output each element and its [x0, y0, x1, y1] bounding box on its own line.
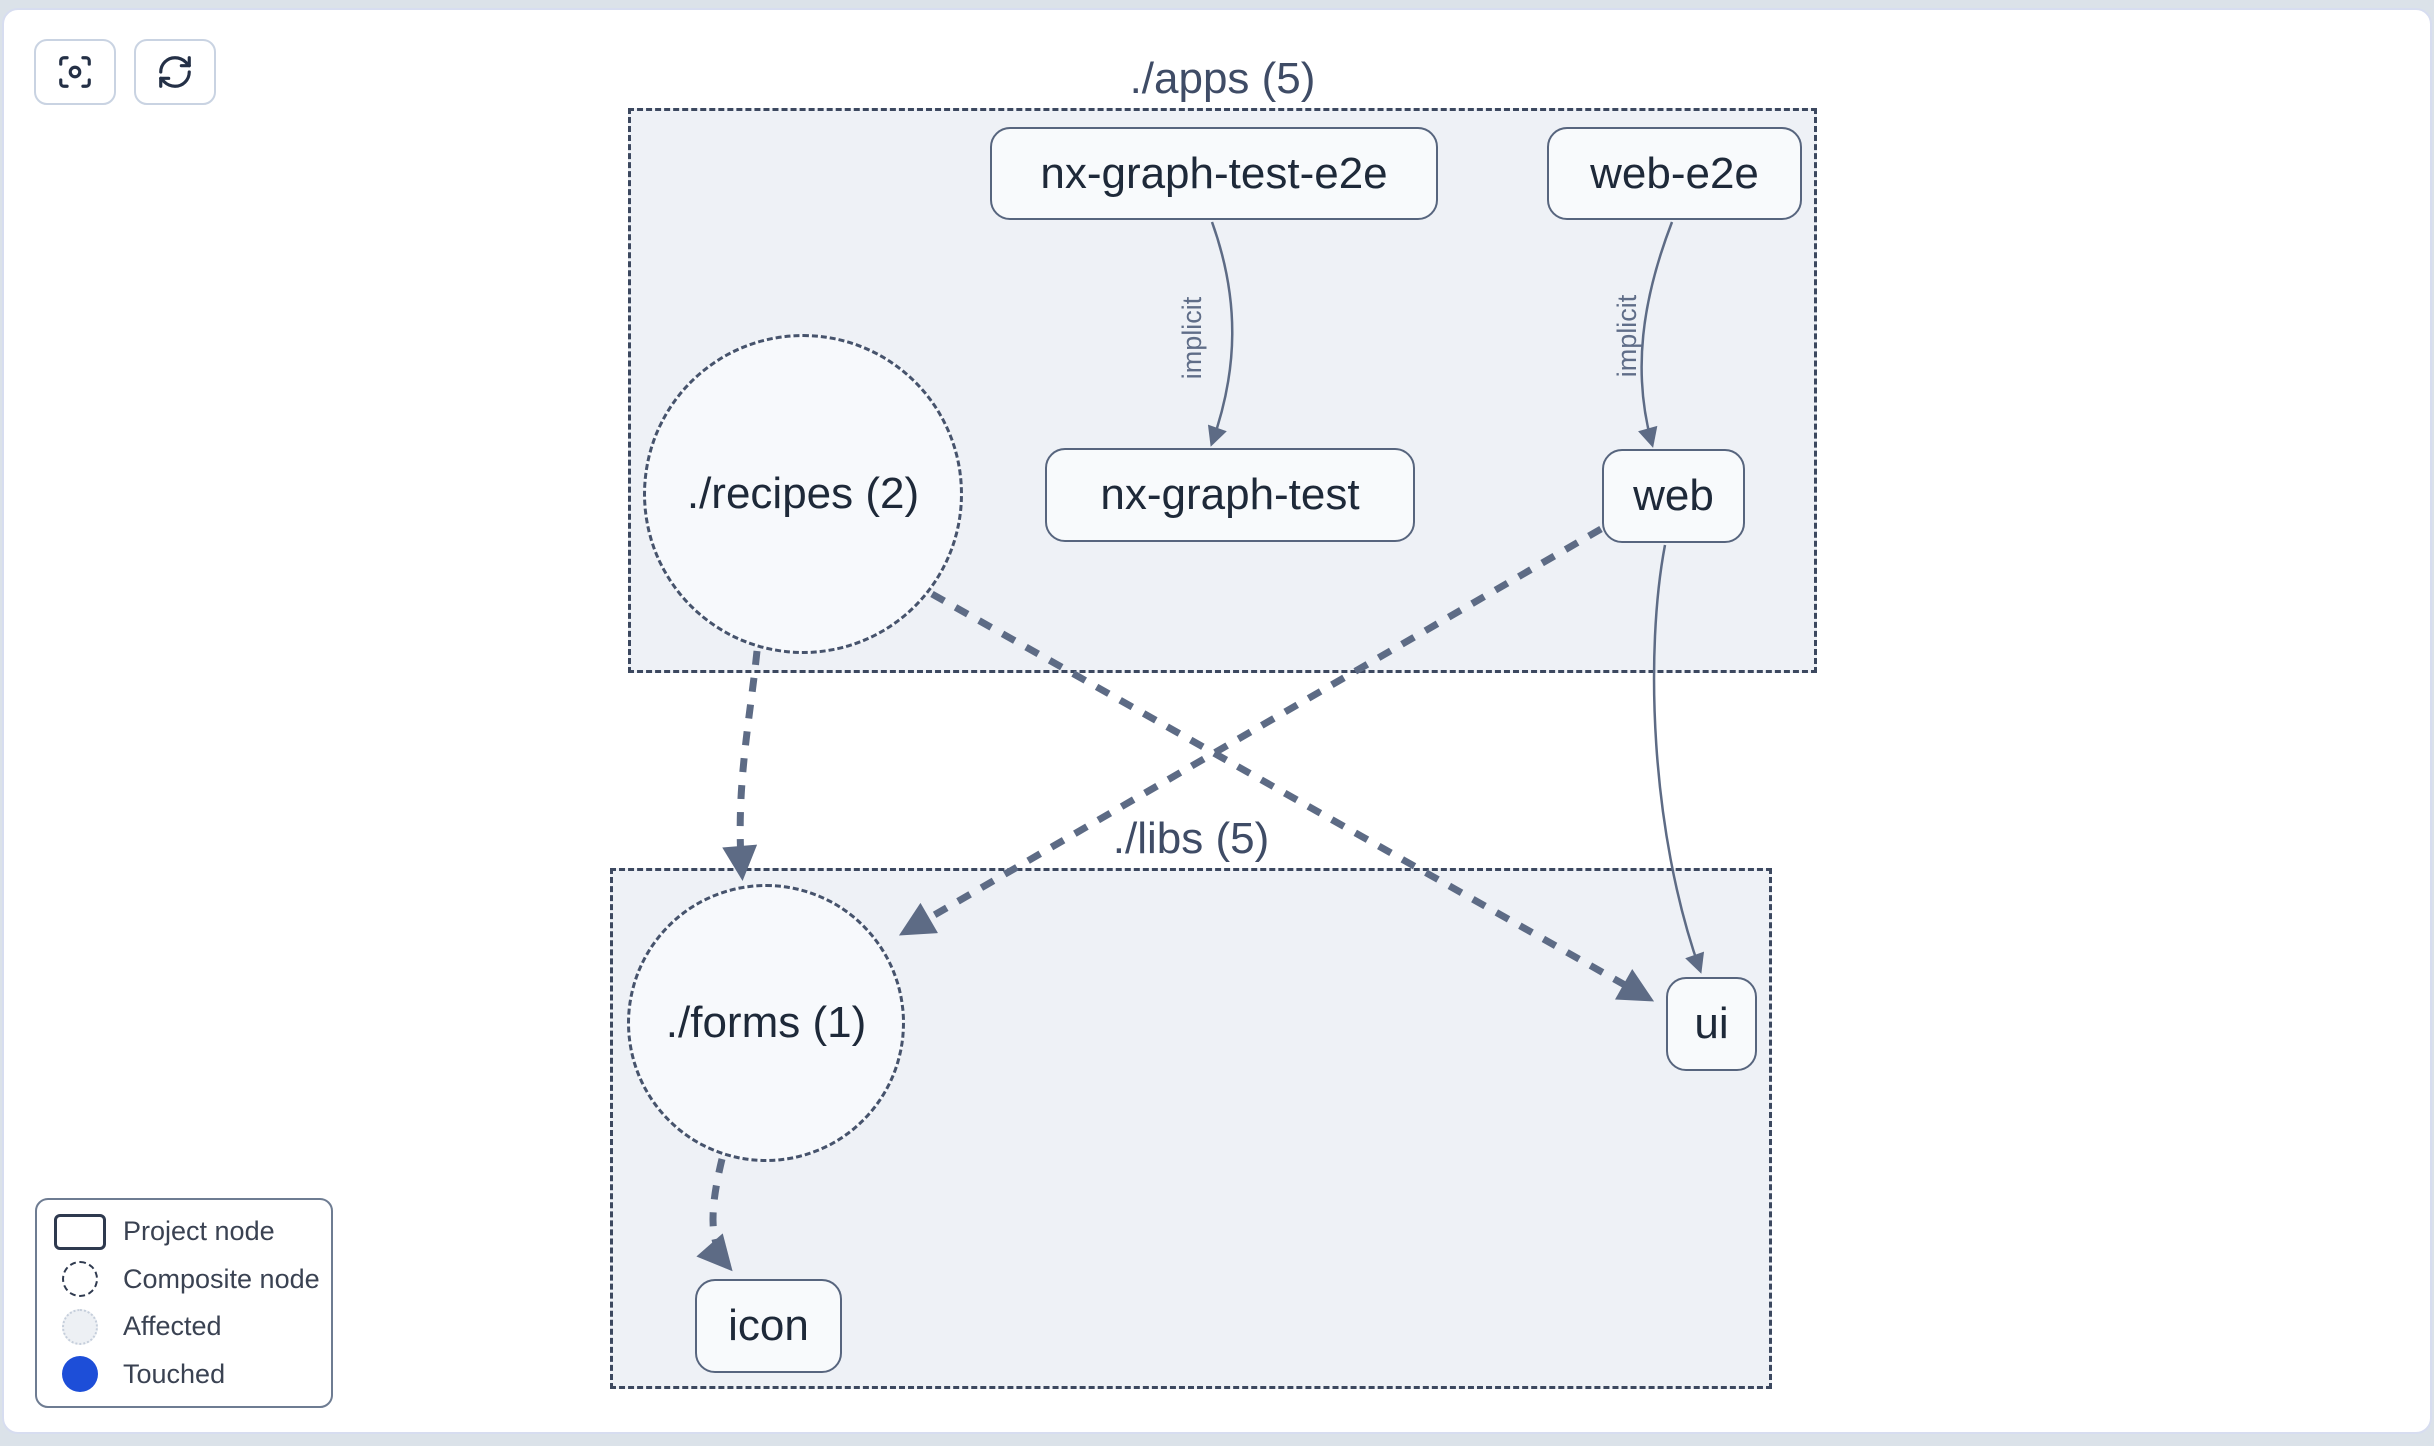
composite-node-forms[interactable]: ./forms (1): [627, 884, 905, 1162]
legend-label: Affected: [123, 1311, 222, 1342]
group-apps-title: ./apps (5): [1129, 54, 1316, 103]
legend-item-composite-node: Composite node: [37, 1257, 331, 1301]
legend-item-project-node: Project node: [37, 1210, 331, 1254]
touched-swatch-icon: [37, 1356, 123, 1393]
project-node-icon[interactable]: icon: [695, 1279, 842, 1373]
edge-recipes-to-forms: [722, 650, 761, 881]
refresh-button[interactable]: [134, 39, 216, 105]
toolbar: [34, 39, 216, 105]
group-libs-title: ./libs (5): [1112, 814, 1270, 863]
legend-label: Project node: [123, 1216, 275, 1247]
edge-web-e2e-to-web: [1638, 221, 1674, 448]
legend-item-affected: Affected: [37, 1305, 331, 1349]
edge-label-implicit-2: implicit: [1612, 294, 1642, 377]
edge-web-to-forms: [898, 525, 1603, 936]
node-label: ui: [1694, 999, 1729, 1048]
node-label: nx-graph-test-e2e: [1040, 148, 1388, 198]
edge-label-implicit-1: implicit: [1177, 296, 1207, 379]
project-node-swatch-icon: [37, 1213, 123, 1250]
edge-nx-graph-test-e2e-to-nx-graph-test: [1207, 221, 1234, 447]
affected-swatch-icon: [37, 1308, 123, 1345]
project-node-nx-graph-test[interactable]: nx-graph-test: [1045, 448, 1415, 542]
edge-recipes-to-ui: [930, 590, 1655, 1002]
focus-button[interactable]: [34, 39, 116, 105]
node-label: web-e2e: [1590, 148, 1759, 198]
project-node-nx-graph-test-e2e[interactable]: nx-graph-test-e2e: [990, 127, 1438, 220]
project-node-web-e2e[interactable]: web-e2e: [1547, 127, 1802, 220]
project-node-ui[interactable]: ui: [1666, 977, 1757, 1071]
legend: Project node Composite node Affected Tou…: [35, 1198, 333, 1408]
edge-web-to-ui: [1652, 544, 1705, 974]
legend-label: Touched: [123, 1358, 226, 1389]
composite-node-recipes[interactable]: ./recipes (2): [643, 334, 963, 654]
node-label: web: [1633, 471, 1714, 520]
legend-label: Composite node: [123, 1263, 320, 1294]
project-node-web[interactable]: web: [1602, 449, 1745, 543]
composite-node-swatch-icon: [37, 1261, 123, 1298]
focus-icon: [59, 56, 91, 88]
legend-item-touched: Touched: [37, 1352, 331, 1396]
node-label: icon: [728, 1301, 809, 1350]
node-label: nx-graph-test: [1100, 470, 1360, 519]
composite-forms-label: ./forms (1): [665, 998, 867, 1047]
composite-recipes-label: ./recipes (2): [686, 469, 920, 518]
edge-forms-to-icon: [696, 1158, 733, 1272]
refresh-icon: [159, 56, 191, 88]
